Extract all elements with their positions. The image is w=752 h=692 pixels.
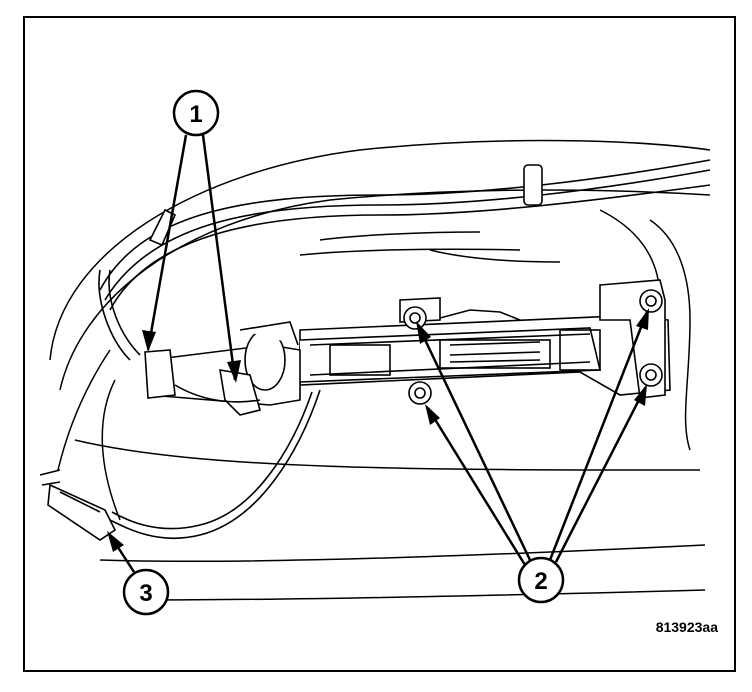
callout-3: 3 — [107, 531, 170, 616]
callout-2-label: 2 — [534, 568, 547, 595]
bolt-upper-right — [639, 289, 663, 313]
callout-2: 2 — [416, 308, 649, 604]
callout-1-label: 1 — [189, 101, 202, 128]
bolt-lower-right — [639, 363, 663, 387]
bolt-lower-left — [408, 381, 432, 405]
harness-clip — [523, 164, 543, 206]
mounting-bolts — [403, 289, 663, 405]
sensor-cable — [39, 389, 321, 541]
callout-3-label: 3 — [139, 580, 152, 607]
wiring-harness — [98, 159, 711, 361]
bolt-upper-left — [403, 306, 427, 330]
figure-id: 813923aa — [656, 619, 719, 635]
callout-1: 1 — [142, 89, 241, 383]
sensor-connector — [47, 483, 117, 541]
